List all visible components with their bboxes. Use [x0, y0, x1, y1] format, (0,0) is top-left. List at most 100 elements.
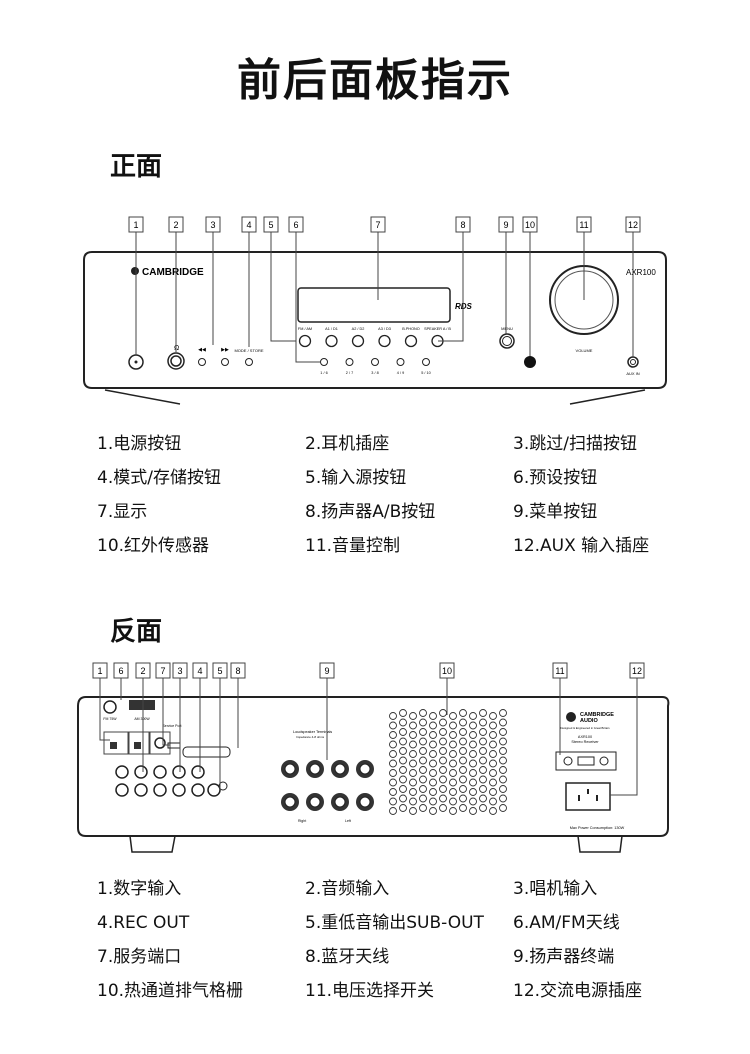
- callout-number-box: [629, 662, 645, 679]
- rca-jack: [172, 783, 186, 797]
- callout-number-box: [552, 662, 568, 679]
- impedance-label: Impedance 4-8 ohms: [296, 735, 325, 739]
- legend-item: 1.电源按钮: [97, 434, 182, 454]
- digital-input-d2: [128, 731, 150, 755]
- rear-heading: 反面: [110, 617, 163, 647]
- legend-item: 4.模式/存储按钮: [97, 468, 221, 488]
- callout-number: 2: [173, 220, 178, 230]
- voltage-switch[interactable]: [577, 756, 595, 766]
- display-window: [297, 287, 451, 323]
- legend-item: 1.数字输入: [97, 879, 182, 899]
- legend-item: 8.扬声器A/B按钮: [305, 502, 436, 522]
- legend-item: 5.输入源按钮: [305, 468, 407, 488]
- callout-number: 7: [160, 666, 165, 676]
- mode-store-button[interactable]: [245, 358, 253, 366]
- callout-number-box: [576, 216, 592, 233]
- source-button[interactable]: [378, 334, 391, 348]
- preset-button[interactable]: [345, 358, 354, 366]
- leader-line: [438, 232, 464, 342]
- callout-number-box: [92, 662, 108, 679]
- callout-number-box: [498, 216, 514, 233]
- legend-item: 12.AUX 输入插座: [513, 536, 650, 556]
- aux-in-label: AUX IN: [626, 371, 639, 376]
- leader-line: [162, 678, 170, 746]
- callout-number: 10: [525, 220, 535, 230]
- front-brand: CAMBRIDGE: [142, 267, 204, 278]
- menu-label: MENU: [501, 326, 513, 331]
- legend-item: 3.跳过/扫描按钮: [513, 434, 637, 454]
- callout-number-box: [168, 216, 184, 233]
- voltage-selector: [555, 751, 617, 771]
- skip-forward-button[interactable]: [221, 358, 229, 366]
- source-button-label: A1 / D1: [325, 327, 338, 331]
- callout-number: 11: [579, 220, 588, 230]
- rear-panel-diagram: FM 75W AM 300W Service Port Loudspeaker …: [77, 662, 670, 853]
- preset-label: 2 / 7: [346, 371, 353, 375]
- headphone-jack: [167, 352, 185, 370]
- ground-terminal: [218, 781, 228, 791]
- callout-number: 5: [268, 220, 273, 230]
- preset-button[interactable]: [422, 358, 430, 366]
- leader-line: [270, 232, 296, 342]
- source-button[interactable]: [325, 334, 338, 348]
- cambridge-logo-icon: [131, 267, 139, 275]
- callout-number-box: [192, 662, 208, 679]
- rear-brand-sub: AUDIO: [580, 718, 598, 724]
- front-legend: 1.电源按钮 2.耳机插座 3.跳过/扫描按钮 4.模式/存储按钮 5.输入源按…: [97, 434, 717, 557]
- preset-button[interactable]: [371, 358, 379, 366]
- legend-item: 7.显示: [97, 502, 148, 522]
- bluetooth-antenna: [182, 746, 231, 758]
- legend-item: 11.电压选择开关: [305, 981, 435, 1001]
- source-button[interactable]: [351, 334, 365, 348]
- leader-line: [610, 678, 638, 796]
- preset-button[interactable]: [396, 358, 405, 366]
- legend-item: 2.耳机插座: [305, 434, 390, 454]
- callout-number: 10: [442, 666, 452, 676]
- callout-number: 6: [118, 666, 123, 676]
- legend-item: 3.唱机输入: [513, 879, 598, 899]
- rca-jack: [191, 783, 205, 797]
- rca-jack: [191, 765, 205, 779]
- skip-back-button[interactable]: [198, 358, 206, 366]
- legend-item: 2.音频输入: [305, 879, 390, 899]
- rear-feet: [129, 835, 623, 853]
- legend-item: 6.预设按钮: [513, 468, 598, 488]
- max-power-label: Max Power Consumption: 130W: [570, 826, 625, 830]
- source-button-label: B.PHONO: [402, 327, 420, 331]
- callout-number-box: [625, 216, 641, 233]
- left-label: Left: [345, 819, 351, 823]
- preset-button[interactable]: [320, 358, 328, 366]
- loudspeaker-label: Loudspeaker Terminals: [293, 730, 332, 734]
- digital-input-d1: [103, 731, 129, 755]
- source-button-label: A2 / D2: [352, 327, 365, 331]
- rear-model-sub: Stereo Receiver: [571, 740, 599, 744]
- callout-number: 8: [460, 220, 465, 230]
- callout-number-box: [522, 216, 538, 233]
- preset-label: 3 / 8: [371, 371, 378, 375]
- headphone-icon: Ω: [174, 345, 179, 352]
- callout-number: 11: [555, 666, 564, 676]
- callout-number: 4: [197, 666, 202, 676]
- callout-number: 2: [140, 666, 145, 676]
- callout-number: 8: [235, 666, 240, 676]
- callout-number-box: [212, 662, 228, 679]
- legend-item: 9.扬声器终端: [513, 947, 615, 967]
- preset-label: 1 / 6: [320, 371, 327, 375]
- legend-item: 6.AM/FM天线: [513, 913, 620, 933]
- rca-jack: [172, 765, 186, 779]
- front-panel-diagram: CAMBRIDGE AXR100 RDS VOLUME Ω ◀◀ ▶▶ MODE…: [83, 216, 667, 405]
- menu-button[interactable]: [499, 333, 515, 349]
- source-button[interactable]: [298, 334, 312, 348]
- source-button[interactable]: [404, 334, 418, 348]
- front-panel-body: [83, 251, 667, 389]
- callout-number-box: [135, 662, 151, 679]
- legend-item: 10.热通道排气格栅: [97, 981, 244, 1001]
- rca-jack: [134, 765, 148, 779]
- designed-label: Designed & Engineered in Great Britain: [561, 726, 610, 730]
- leader-line: [295, 232, 320, 363]
- callout-number: 3: [177, 666, 182, 676]
- rca-jack: [153, 783, 167, 797]
- volume-label: VOLUME: [576, 348, 593, 353]
- callout-number: 1: [133, 220, 138, 230]
- right-label: Right: [298, 819, 306, 823]
